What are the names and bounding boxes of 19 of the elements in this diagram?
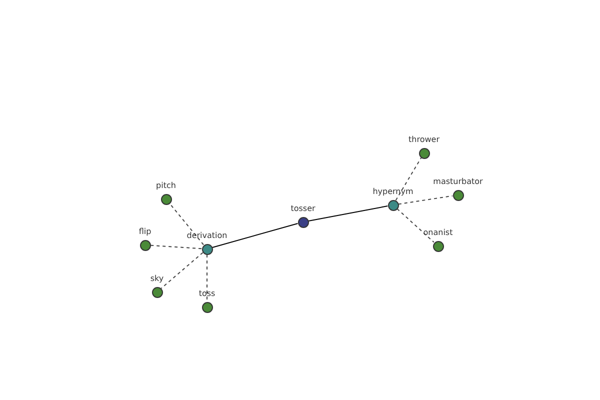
node-label: masturbator: [433, 178, 483, 186]
dashed-connector: [396, 208, 434, 243]
connector: [308, 206, 388, 222]
node-label: thrower: [408, 136, 440, 144]
node-label: toss: [198, 290, 216, 298]
dashed-connector: [395, 157, 422, 201]
node-label: derivation: [186, 232, 228, 240]
dashed-connector: [150, 244, 202, 250]
dashed-connector: [206, 254, 208, 302]
node-label: flip: [138, 228, 152, 236]
dashed-connector: [168, 202, 204, 246]
dashed-connector: [160, 252, 204, 289]
node-label: onanist: [423, 229, 453, 237]
node-label: tosser: [290, 205, 316, 213]
dashed-connector: [398, 195, 454, 205]
connector: [212, 223, 298, 248]
node-label: sky: [150, 275, 164, 283]
node-label: hypernym: [372, 188, 414, 196]
node-label: pitch: [156, 182, 176, 190]
